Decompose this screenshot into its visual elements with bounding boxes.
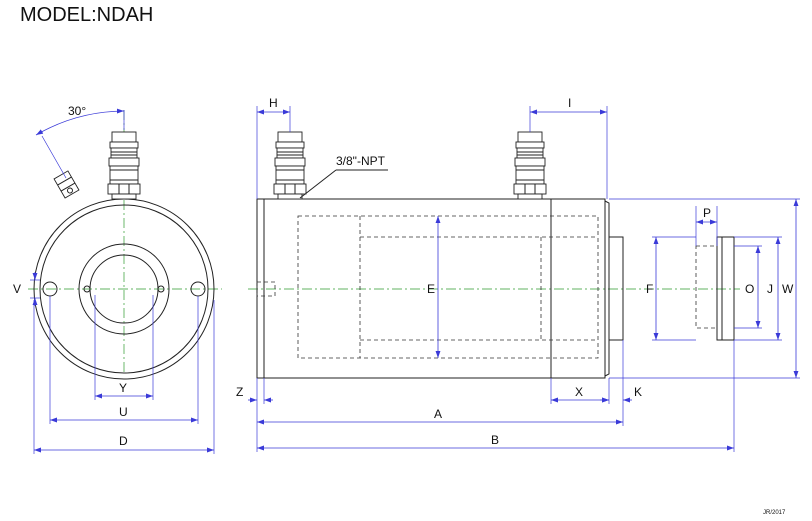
dim-label-p: P (703, 206, 711, 220)
threaded-port-hidden (256, 281, 276, 297)
dim-label-f: F (646, 282, 653, 296)
drawing-title: MODEL:NDAH (20, 4, 154, 26)
piston-rod (608, 236, 624, 341)
front-view (28, 108, 222, 380)
angle-label: 30° (68, 104, 86, 118)
bore-outer-circle (78, 243, 170, 335)
side-view (248, 131, 740, 379)
angle-ref-line-angled (41, 135, 67, 179)
dim-label-o: O (745, 282, 754, 296)
side-fitting-left (273, 131, 307, 200)
dim-label-w: W (782, 282, 794, 296)
side-dimensions (248, 106, 800, 452)
end-flange (604, 200, 610, 377)
front-dimensions (30, 272, 215, 454)
front-top-fitting (107, 131, 141, 200)
port-leader-line (299, 169, 337, 199)
dim-label-d: D (119, 434, 128, 448)
body-inner-ring (39, 204, 209, 374)
dim-label-k: K (634, 385, 642, 399)
dim-label-z: Z (236, 385, 243, 399)
dim-label-a: A (434, 407, 442, 421)
piston-hidden (297, 215, 599, 359)
dim-label-e: E (427, 282, 435, 296)
pin-hole-right (157, 285, 165, 293)
dim-label-x: X (575, 385, 583, 399)
port-size-label: 3/8"-NPT (336, 154, 386, 168)
dim-label-y: Y (119, 381, 127, 395)
dim-label-v: V (13, 282, 21, 296)
side-fitting-right (513, 131, 547, 200)
dim-label-u: U (119, 405, 128, 419)
saddle-detail (652, 206, 782, 341)
labels: 30° 3/8"-NPT H I V Y U D Z A B E X K F P… (13, 96, 794, 448)
front-angled-fitting (53, 170, 80, 199)
dim-label-b: B (491, 433, 499, 447)
saddle-cap (716, 236, 735, 341)
dim-label-h: H (269, 96, 278, 110)
dim-label-i: I (568, 96, 571, 110)
saddle-body-hidden (695, 245, 718, 329)
dim-label-j: J (767, 282, 773, 296)
angle-arc (35, 108, 125, 136)
pin-hole-left (83, 285, 91, 293)
drawing-credit: JR/2017 (763, 510, 786, 516)
